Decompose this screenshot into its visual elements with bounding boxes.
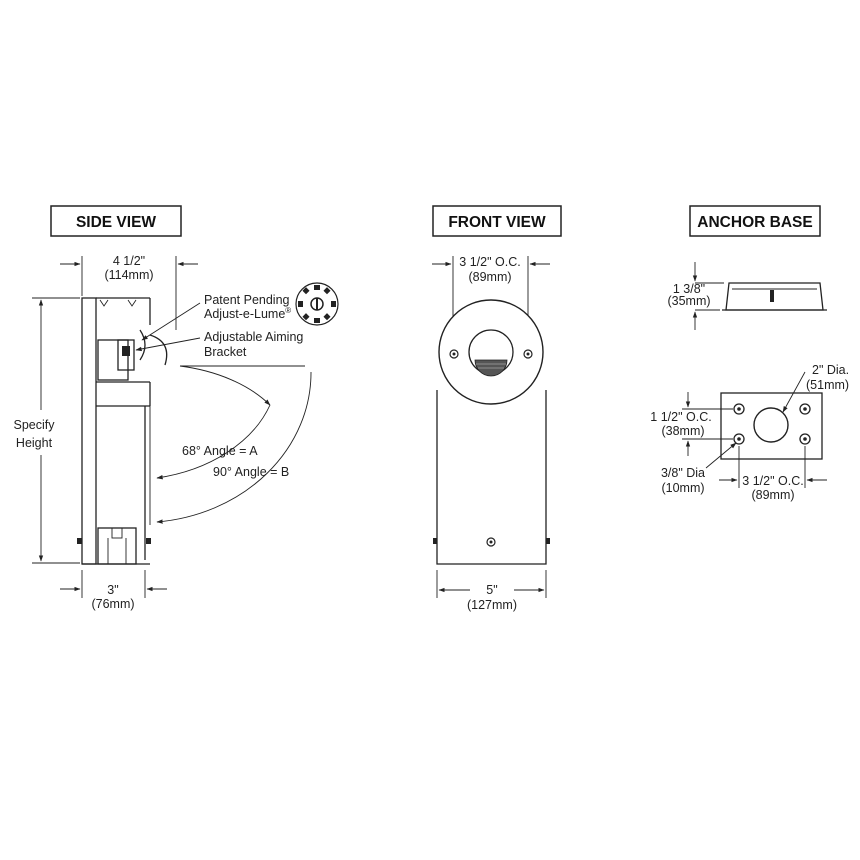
front-bottom-dimension: 5" (127mm) (436, 570, 547, 612)
anchor-dim-oc-vertical-label: 1 1/2" O.C. (650, 410, 711, 424)
anchor-dim-dia-metric: (51mm) (806, 378, 849, 392)
side-dim-bottom-label: 3" (107, 583, 118, 597)
callout-patent-line2: Adjust-e-Lume® (204, 306, 291, 321)
side-top-dimension: 4 1/2" (114mm) (60, 254, 198, 330)
angle-a-label: 68° Angle = A (182, 444, 258, 458)
callout-bracket-line1: Adjustable Aiming (204, 330, 303, 344)
side-view-title-box (50, 205, 182, 237)
side-height-label-1: Specify (14, 418, 56, 432)
side-bottom-dimension: 3" (76mm) (60, 570, 167, 611)
anchor-base-title-box (689, 205, 821, 237)
front-view-title-box (432, 205, 562, 237)
side-view: SIDE VIEW 4 1/2" (114mm) Specify Height (14, 205, 339, 611)
anchor-base-plan: 2" Dia. (51mm) 1 1/2" O.C. (38mm) 3/8" D… (650, 363, 849, 502)
anchor-dim-hole-label: 3/8" Dia (661, 466, 705, 480)
anchor-dim-oc-horizontal-metric: (89mm) (751, 488, 794, 502)
side-dim-top-label: 4 1/2" (113, 254, 145, 268)
adjust-e-lume-dial-icon (295, 282, 339, 326)
front-fixture-body (433, 299, 550, 565)
callout-patent-line1: Patent Pending (204, 293, 290, 307)
side-dim-bottom-metric: (76mm) (91, 597, 134, 611)
side-dim-top-metric: (114mm) (104, 268, 153, 282)
anchor-base-title: ANCHOR BASE (697, 214, 812, 231)
anchor-dim-height-label: 1 3/8" (673, 282, 705, 296)
anchor-dim-hole-metric: (10mm) (661, 481, 704, 495)
callout-bracket-line2: Bracket (204, 345, 247, 359)
front-dim-bottom-metric: (127mm) (467, 598, 517, 612)
anchor-dim-dia-label: 2" Dia. (812, 363, 849, 377)
front-dim-top-label: 3 1/2" O.C. (459, 255, 520, 269)
anchor-base: ANCHOR BASE 1 3/8" (35mm) (650, 205, 849, 502)
front-dim-bottom-label: 5" (486, 583, 497, 597)
anchor-bolt-holes (733, 403, 811, 445)
anchor-dim-oc-vertical-metric: (38mm) (661, 424, 704, 438)
front-view: FRONT VIEW 3 1/2" O.C. (89mm) (432, 205, 562, 612)
angle-b-label: 90° Angle = B (213, 465, 289, 479)
side-height-label-2: Height (16, 436, 53, 450)
front-view-title: FRONT VIEW (448, 214, 546, 231)
side-height-dimension: Specify Height (14, 297, 80, 564)
side-callouts: Patent Pending Adjust-e-Lume® Adjustable… (135, 293, 303, 359)
anchor-dim-oc-horizontal-label: 3 1/2" O.C. (742, 474, 803, 488)
front-dim-top-metric: (89mm) (468, 270, 511, 284)
aiming-angle-arcs: 68° Angle = A 90° Angle = B (156, 365, 312, 524)
anchor-base-elevation: 1 3/8" (35mm) (667, 262, 827, 330)
front-top-dimension: 3 1/2" O.C. (89mm) (432, 255, 550, 342)
anchor-dim-height-metric: (35mm) (667, 294, 710, 308)
side-view-title: SIDE VIEW (76, 214, 156, 231)
side-fixture-body (77, 297, 168, 565)
